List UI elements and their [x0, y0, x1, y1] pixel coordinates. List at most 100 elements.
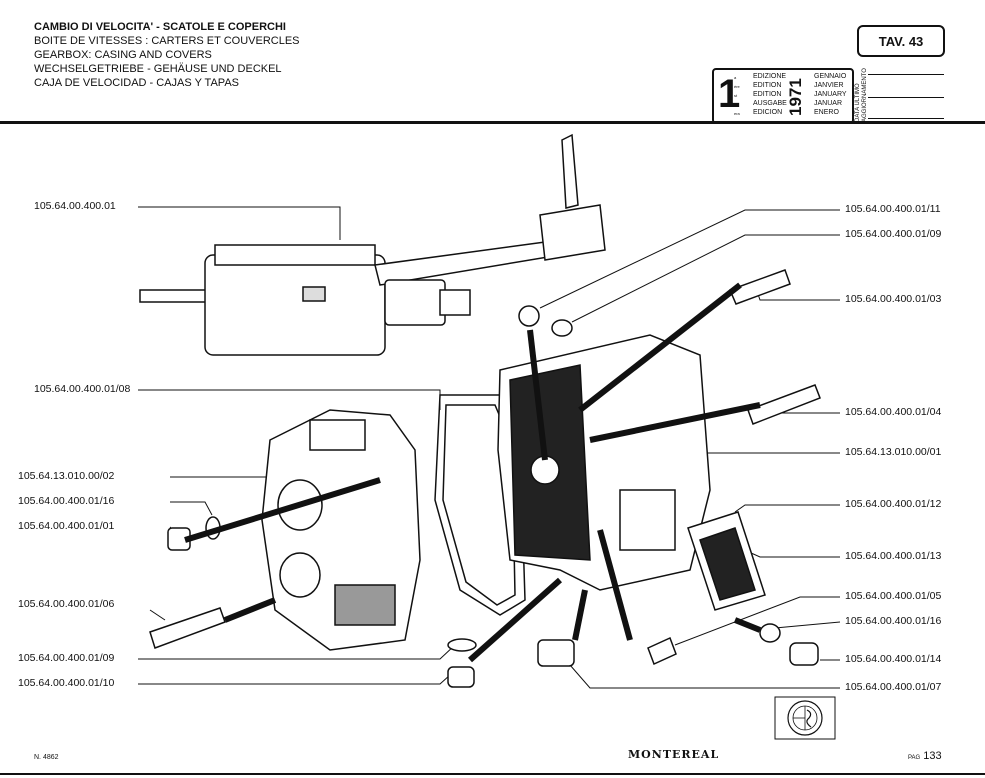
output-flange	[439, 289, 471, 316]
alfa-romeo-logo	[774, 696, 836, 740]
part-label: 105.64.00.400.01/07	[845, 681, 942, 693]
part-label: 105.64.13.010.00/02	[18, 470, 115, 482]
part-label: 105.64.00.400.01/06	[18, 598, 115, 610]
title-italian: CAMBIO DI VELOCITA' - SCATOLE E COPERCHI	[34, 21, 286, 33]
edition-month: GENNAIO	[814, 73, 847, 80]
edition-ordinal: st	[734, 93, 738, 98]
edition-label: EDIZIONE	[753, 73, 787, 80]
leader-line	[170, 501, 213, 516]
shift-tower	[539, 204, 606, 261]
part-label: 105.64.00.400.01/16	[18, 495, 115, 507]
input-shaft	[139, 289, 211, 303]
leader-line	[739, 547, 840, 558]
plate-number: TAV. 43	[857, 25, 945, 57]
gear-lever	[561, 133, 579, 209]
edition-month: JANVIER	[814, 82, 844, 89]
leader-line	[674, 596, 840, 646]
leader-line	[774, 621, 841, 629]
part-label: 105.64.00.400.01/14	[845, 653, 942, 665]
leader-line	[138, 644, 456, 660]
cap	[518, 305, 540, 327]
part-label: 105.64.00.400.01/01	[18, 520, 115, 532]
rear-extension	[384, 279, 446, 326]
seal-ring	[551, 319, 573, 337]
stud	[149, 607, 226, 649]
title-french: BOITE DE VITESSES : CARTERS ET COUVERCLE…	[34, 35, 300, 47]
edition-month: ENERO	[814, 109, 839, 116]
cover-plate	[687, 511, 766, 611]
brand-wordmark: MONTEREAL	[628, 748, 720, 761]
edition-label: EDICION	[753, 109, 783, 116]
leader-line	[149, 609, 166, 621]
title-spanish: CAJA DE VELOCIDAD - CAJAS Y TAPAS	[34, 77, 239, 89]
stud	[747, 384, 821, 425]
gearbox-assembly	[139, 133, 606, 356]
drawing-number: N. 4862	[34, 754, 59, 761]
edition-ordinal: ère	[734, 84, 740, 89]
part-label: 105.64.00.400.01	[34, 200, 116, 212]
leader-line	[571, 234, 840, 323]
bore	[279, 552, 321, 598]
page-prefix: PAG	[908, 755, 921, 761]
small-parts	[149, 269, 821, 688]
part-label: 105.64.00.400.01/09	[845, 228, 942, 240]
edition-number: 1	[718, 72, 741, 116]
part-label: 105.64.00.400.01/10	[18, 677, 115, 689]
side-boss	[619, 489, 676, 551]
gearbox-housing	[204, 254, 386, 356]
footer-rule	[0, 773, 985, 775]
part-label: 105.64.00.400.01/11	[845, 203, 941, 215]
page-value: 133	[923, 750, 942, 762]
part-label: 105.64.00.400.01/05	[845, 590, 942, 602]
dowel	[537, 639, 575, 667]
edition-month: JANUARY	[814, 91, 847, 98]
leader-line	[684, 439, 840, 454]
shift-rod-housing	[374, 239, 561, 286]
assembly-arrows	[184, 282, 762, 663]
leader-line	[138, 206, 341, 240]
part-label: 105.64.00.400.01/04	[845, 406, 942, 418]
stud	[728, 269, 791, 305]
part-label: 105.64.00.400.01/16	[845, 615, 942, 627]
washer	[759, 623, 781, 643]
leader-line	[569, 664, 840, 689]
stud	[647, 636, 677, 666]
leader-line	[138, 389, 441, 410]
edition-ordinal: te	[734, 102, 738, 107]
edition-label: EDITION	[753, 82, 782, 89]
leader-line	[734, 504, 840, 513]
title-block: CAMBIO DI VELOCITA' - SCATOLE E COPERCHI…	[34, 20, 300, 90]
plate	[302, 286, 326, 302]
drain-plug	[789, 642, 819, 666]
rib	[334, 584, 396, 626]
title-german: WECHSELGETRIEBE - GEHÄUSE UND DECKEL	[34, 63, 282, 75]
edition-month: JANUAR	[814, 100, 843, 107]
leader-line	[138, 674, 451, 685]
update-line	[868, 74, 944, 75]
top-cover	[214, 244, 376, 266]
main-casing	[497, 334, 711, 591]
part-label: 105.64.00.400.01/03	[845, 293, 942, 305]
update-line	[868, 118, 944, 119]
plug	[447, 666, 475, 688]
update-line	[868, 97, 944, 98]
edition-label: EDITION	[753, 91, 782, 98]
seal-ring	[447, 638, 477, 652]
front-casing	[261, 409, 421, 651]
edition-ordinal: a	[734, 75, 737, 80]
leader-line	[539, 209, 840, 309]
bearing-bore	[530, 455, 560, 485]
page-number: PAG 133	[908, 750, 942, 762]
edition-box: 1 a ère st te era EDIZIONE EDITION EDITI…	[712, 68, 854, 124]
opening	[309, 419, 366, 451]
part-label: 105.64.00.400.01/09	[18, 652, 115, 664]
part-label: 105.64.13.010.00/01	[845, 446, 942, 458]
part-label: 105.64.00.400.01/08	[34, 383, 131, 395]
part-label: 105.64.00.400.01/13	[845, 550, 942, 562]
edition-label: AUSGABE	[753, 100, 787, 107]
part-label: 105.64.00.400.01/12	[845, 498, 942, 510]
edition-ordinal: era	[734, 111, 740, 116]
header-rule	[0, 121, 985, 124]
title-english: GEARBOX: CASING AND COVERS	[34, 49, 212, 61]
